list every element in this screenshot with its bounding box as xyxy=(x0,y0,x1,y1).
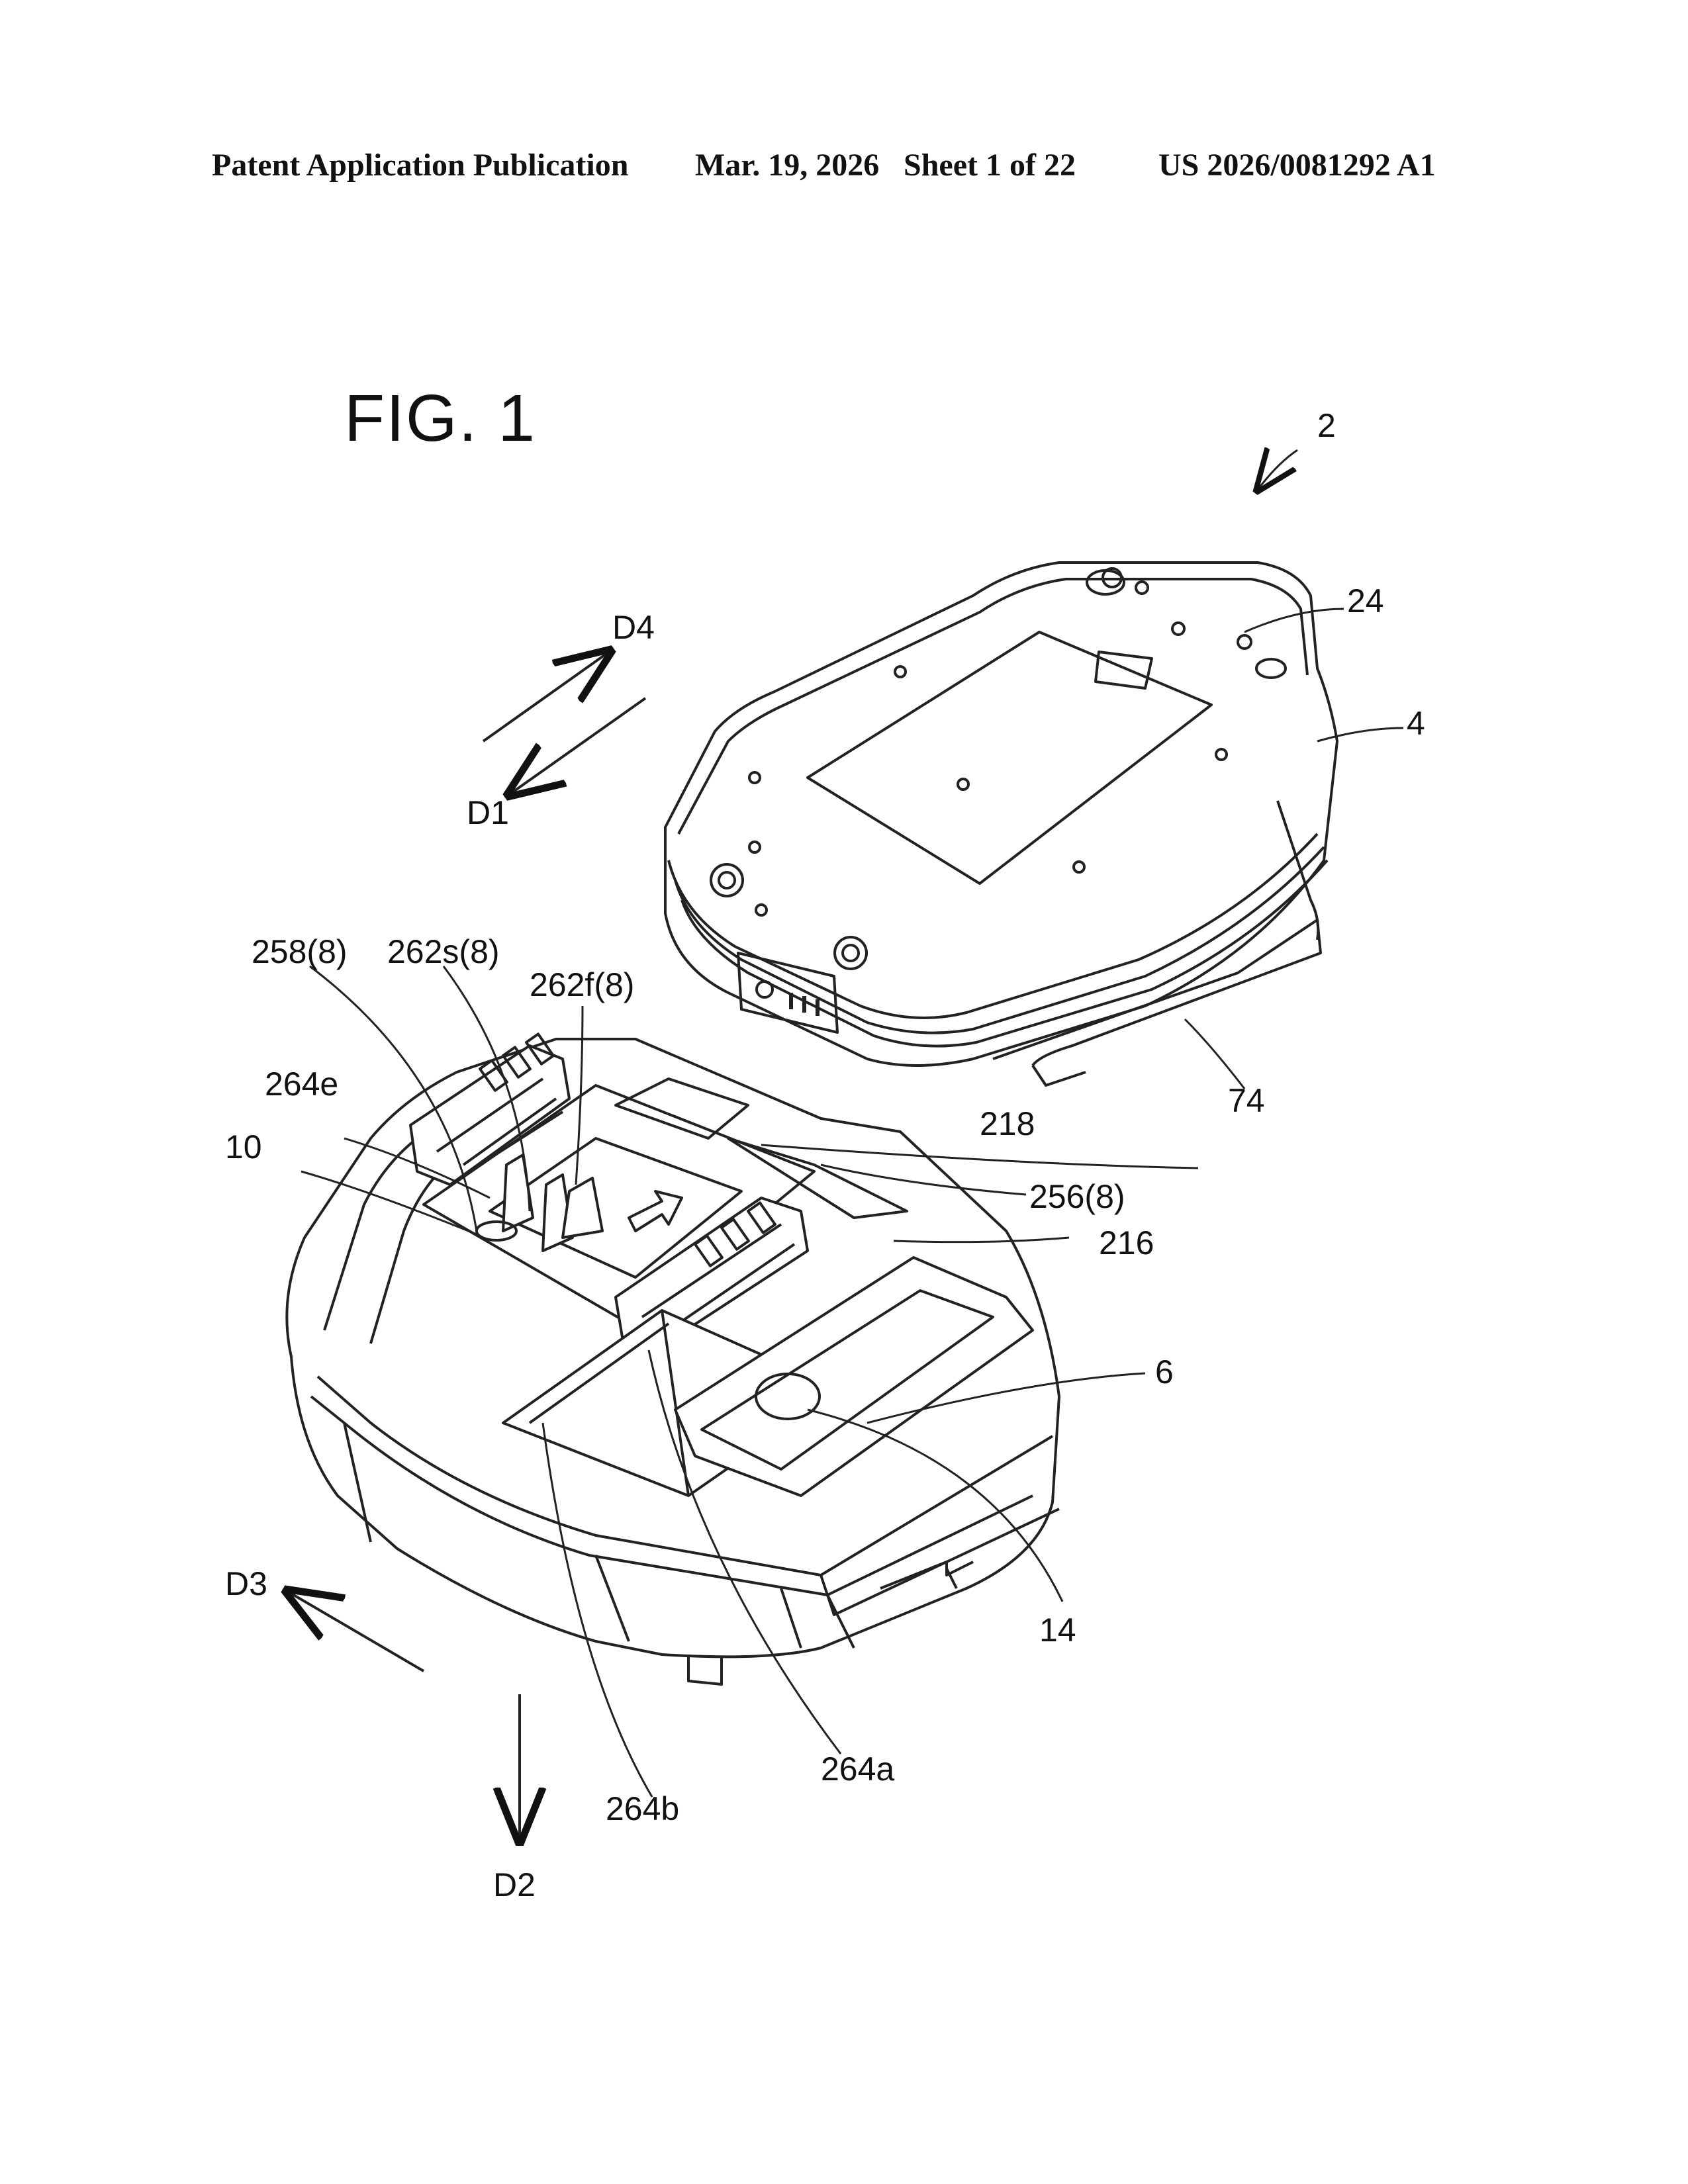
label-rib-264a: 264a xyxy=(821,1751,894,1788)
d3-arrow xyxy=(288,1592,424,1671)
battery-pack xyxy=(665,563,1337,1085)
label-rib-264b: 264b xyxy=(606,1790,679,1827)
label-assembly: 2 xyxy=(1317,407,1336,444)
assembly-arrow xyxy=(1258,450,1297,490)
charger-body xyxy=(287,1034,1059,1684)
label-rail-216: 216 xyxy=(1099,1224,1154,1261)
label-battery: 4 xyxy=(1407,705,1425,742)
label-slot-218: 218 xyxy=(980,1105,1035,1142)
label-guide-262s: 262s(8) xyxy=(387,933,500,970)
d4-arrow xyxy=(483,652,609,741)
label-button: 14 xyxy=(1039,1612,1076,1649)
label-charger: 6 xyxy=(1155,1353,1174,1390)
label-d2: D2 xyxy=(493,1866,536,1903)
label-rib-264e: 264e xyxy=(265,1066,338,1103)
label-terminal-256: 256(8) xyxy=(1029,1178,1125,1215)
label-lever-258: 258(8) xyxy=(252,933,348,970)
d1-arrow xyxy=(510,698,645,794)
label-d1: D1 xyxy=(467,794,509,831)
label-d4: D4 xyxy=(612,609,655,646)
label-battery-bottom: 74 xyxy=(1228,1082,1265,1119)
label-d3: D3 xyxy=(225,1565,267,1602)
label-guide-262f: 262f(8) xyxy=(530,966,634,1003)
label-recess: 10 xyxy=(225,1128,262,1165)
label-battery-top: 24 xyxy=(1347,582,1384,619)
